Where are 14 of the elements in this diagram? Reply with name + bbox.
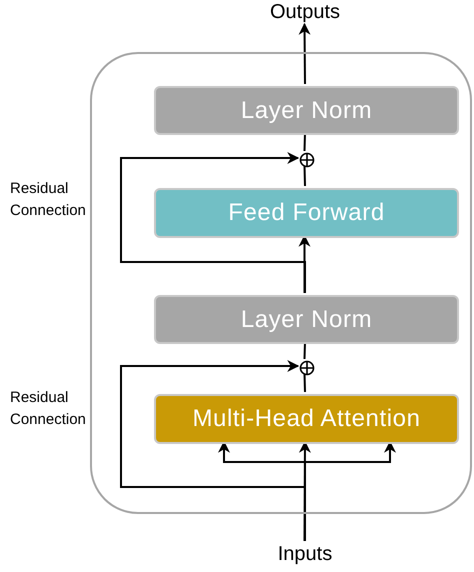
add-icon	[300, 361, 314, 375]
arrow	[298, 22, 311, 84]
layer-box: Multi-Head Attention	[154, 394, 459, 444]
layer-box: Feed Forward	[154, 188, 459, 238]
io-label: Outputs	[255, 0, 355, 24]
layer-box: Layer Norm	[154, 86, 459, 135]
residual-label: Residual Connection	[10, 388, 87, 430]
add-icon	[300, 153, 314, 167]
layer-box: Layer Norm	[154, 295, 459, 344]
layer-container	[90, 52, 472, 514]
io-label: Inputs	[255, 541, 355, 567]
residual-label: Residual Connection	[10, 179, 87, 221]
arrow	[120, 152, 306, 293]
arrow	[120, 360, 306, 541]
